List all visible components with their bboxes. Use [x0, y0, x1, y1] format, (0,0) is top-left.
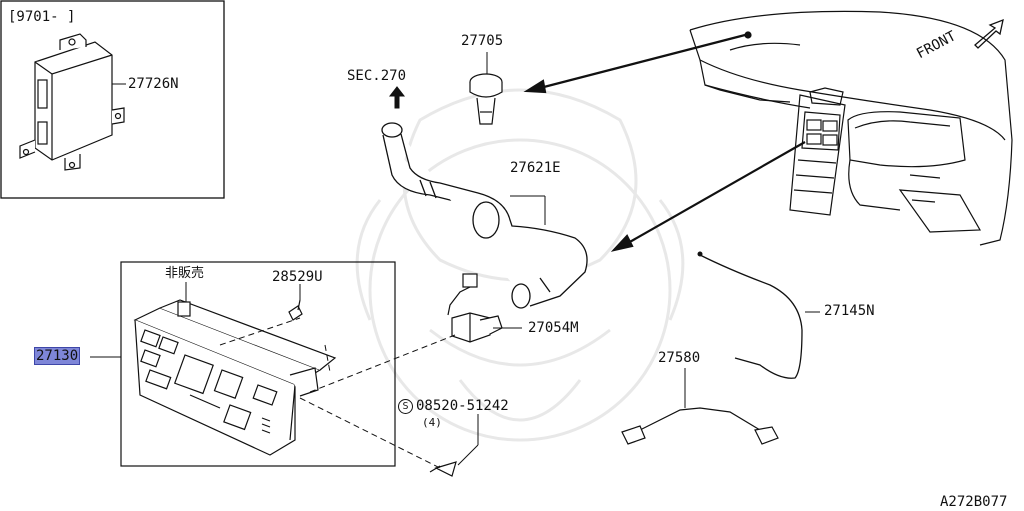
- part-label-27054m[interactable]: 27054M: [528, 320, 579, 336]
- watermark-emblem: [355, 88, 685, 442]
- screw-28529u-drawing: [288, 299, 303, 321]
- diagram-code: A272B077: [940, 494, 1008, 510]
- wire-27145n-drawing: [699, 254, 803, 379]
- part-label-27621e[interactable]: 27621E: [510, 160, 561, 176]
- harness-27580-drawing: [621, 407, 779, 445]
- part-label-27580[interactable]: 27580: [658, 350, 701, 366]
- screw-part-number: 08520-51242: [416, 398, 509, 414]
- clip-27705-drawing: [469, 73, 503, 125]
- part-label-28529u[interactable]: 28529U: [272, 269, 323, 285]
- sensor-27054m-drawing: [447, 273, 503, 343]
- front-arrow-icon: [974, 18, 1004, 49]
- screw-quantity: (4): [422, 416, 442, 429]
- part-label-27705[interactable]: 27705: [461, 33, 504, 49]
- screw-08520-drawing: [429, 461, 457, 477]
- leader-arrows: [523, 33, 806, 252]
- control-unit-frame: [120, 261, 396, 467]
- up-arrow-icon: [388, 86, 406, 109]
- dashboard-drawing: [689, 10, 1013, 246]
- inset-date-range: [9701- ]: [8, 9, 76, 25]
- part-label-27130-selected[interactable]: 27130: [34, 347, 81, 365]
- label-sec270[interactable]: SEC.270: [347, 68, 407, 84]
- part-label-27145n[interactable]: 27145N: [824, 303, 875, 319]
- module-27726n-drawing: [19, 33, 125, 171]
- dashed-guides: [219, 317, 456, 469]
- part-label-27726n[interactable]: 27726N: [128, 76, 179, 92]
- control-panel-drawing: [133, 299, 337, 456]
- duct-hose-drawing: [381, 122, 588, 309]
- not-for-sale-label: 非販売: [165, 266, 205, 281]
- screw-symbol-icon: S: [398, 399, 413, 414]
- inset-frame: [0, 0, 225, 199]
